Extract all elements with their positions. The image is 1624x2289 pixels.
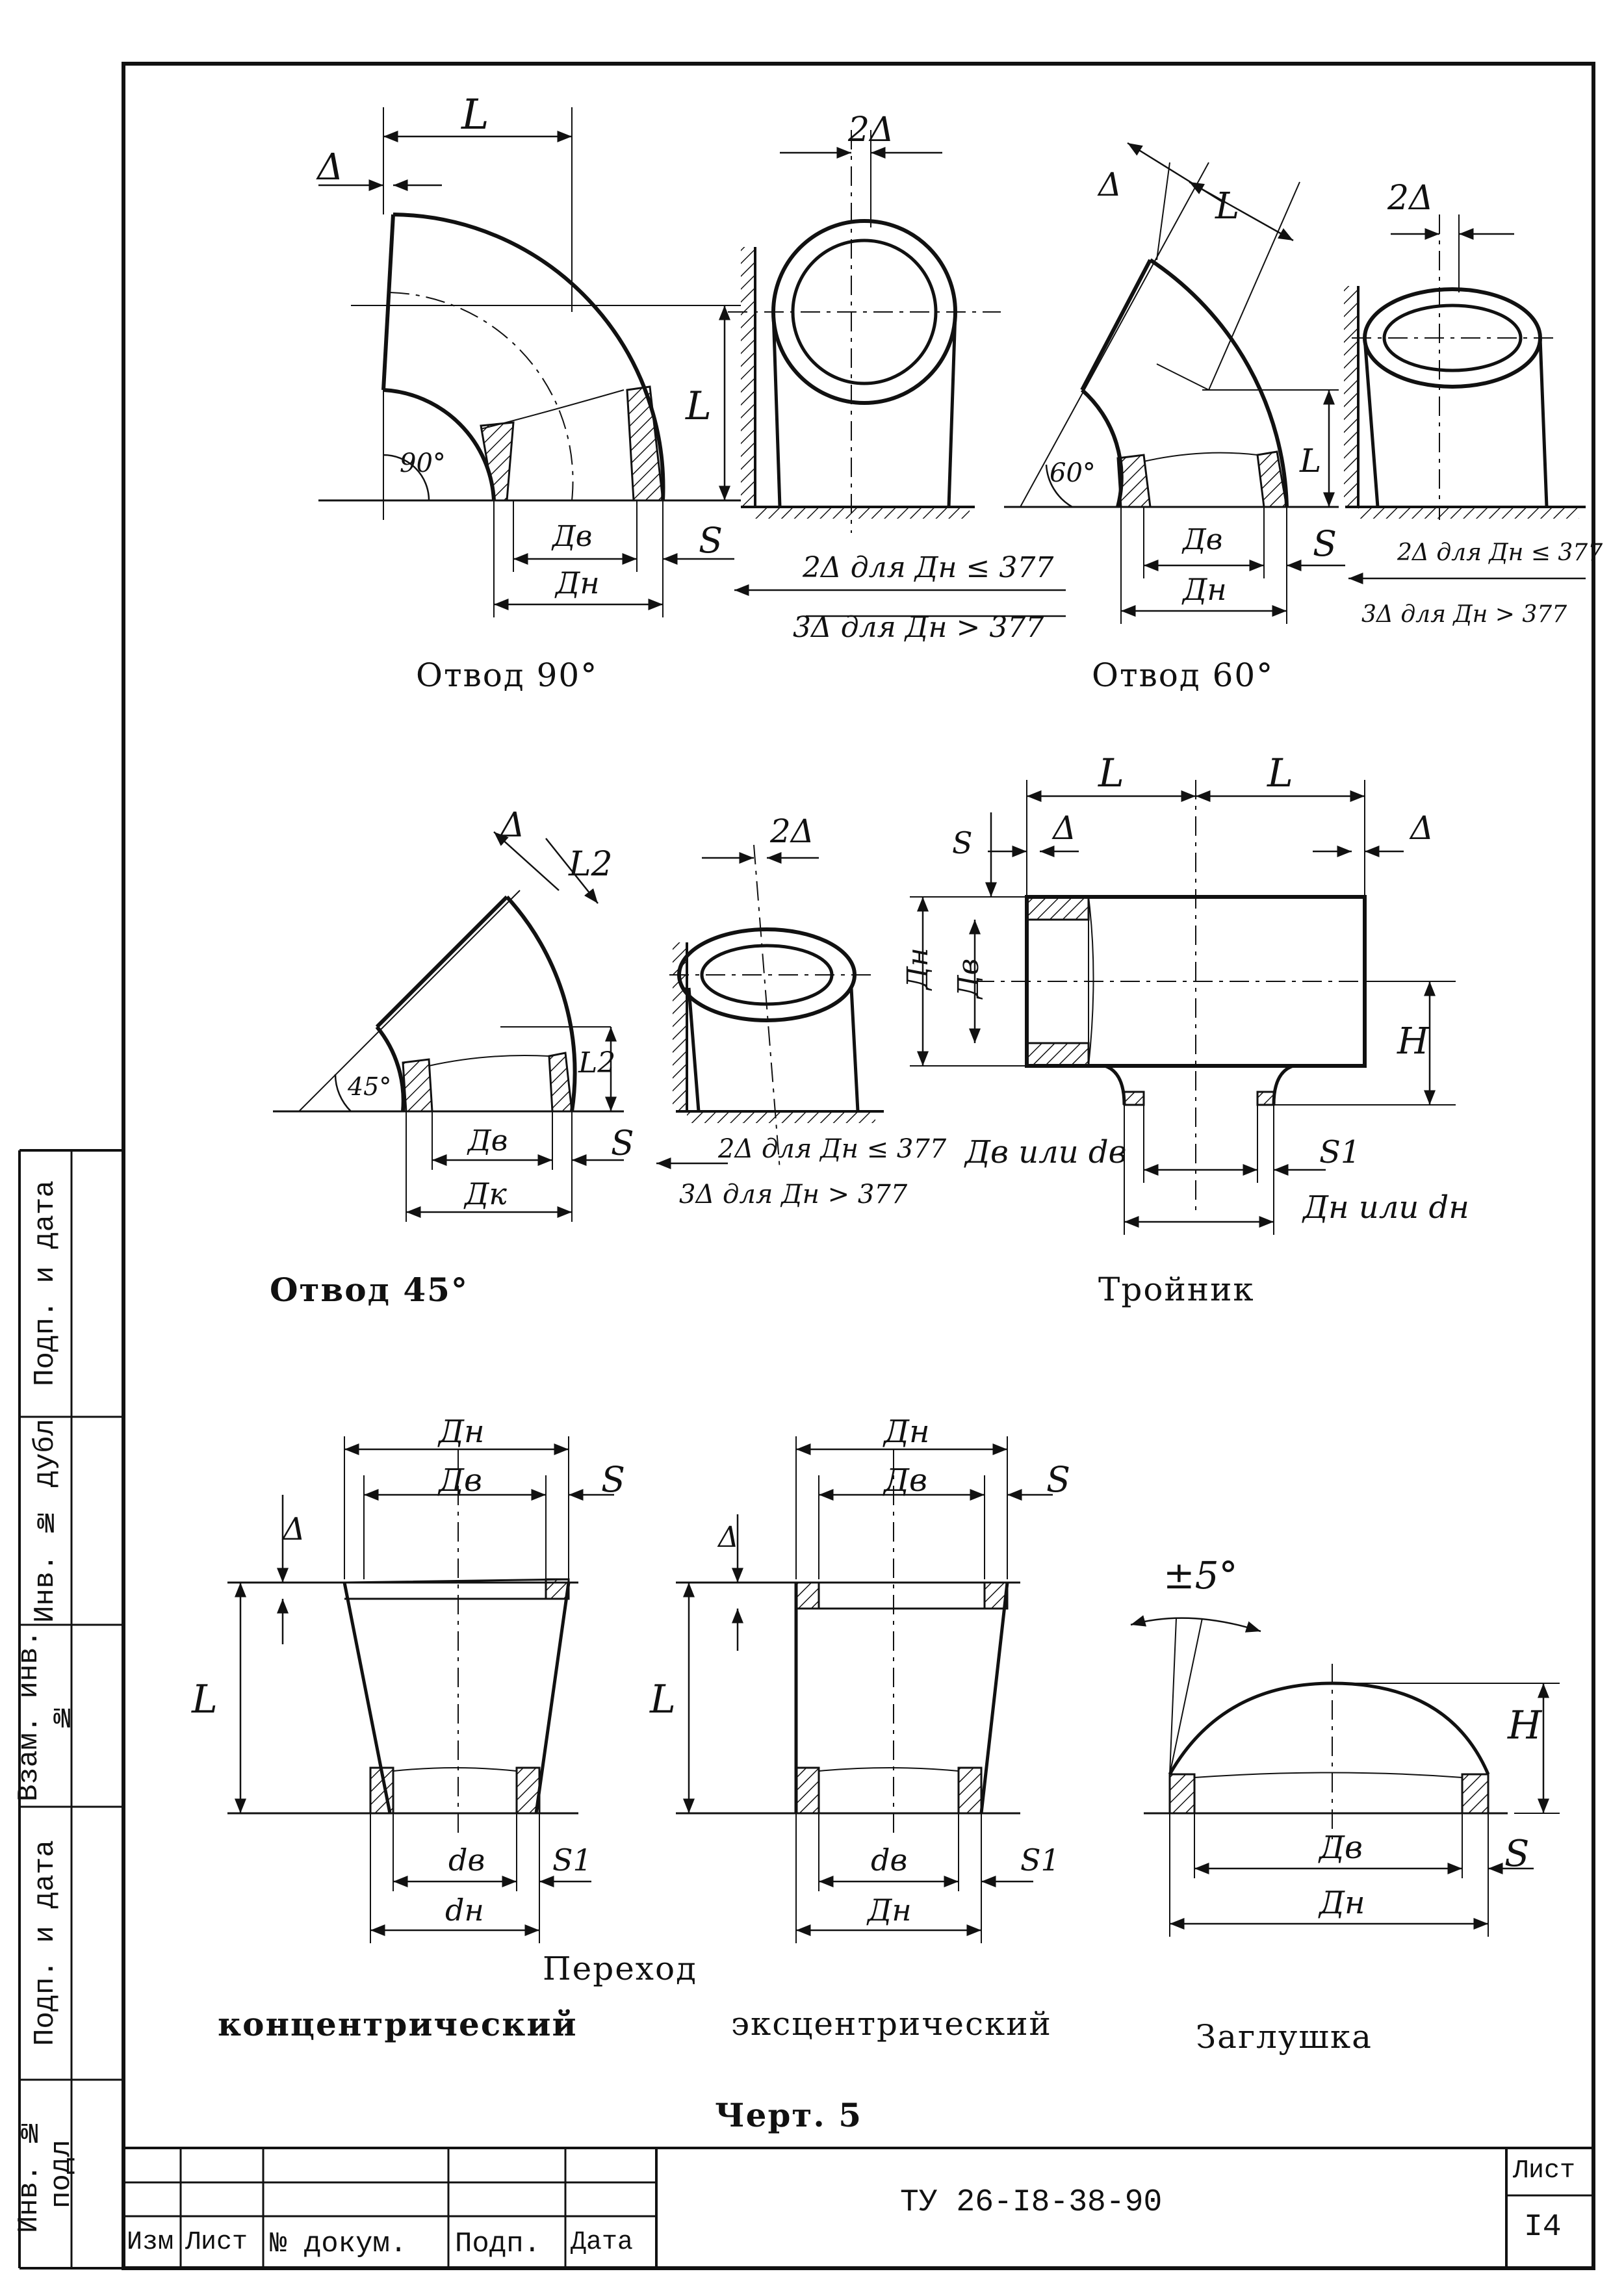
tb-header-data: Дата <box>571 2228 634 2257</box>
tb-header-izm: Изм <box>127 2228 174 2257</box>
side-podp-data-2: Подп. и дата <box>29 1180 62 1387</box>
ecc-dim-dv-small: dв <box>871 1843 908 1878</box>
tb-doc-code: ТУ 26-I8-38-90 <box>900 2185 1163 2220</box>
cap-dim-angle: ±5° <box>1163 1553 1238 1597</box>
elbow-45-drawing <box>273 831 624 1222</box>
e60-dim-delta: Δ <box>1098 166 1122 203</box>
tee-drawing <box>910 780 1456 1235</box>
elbow-60-side-view <box>1344 214 1586 584</box>
e90-note-b: 3Δ для Дн > 377 <box>793 611 1044 644</box>
ecc-dim-dv: Дв <box>884 1462 927 1499</box>
conc-dim-dn-small: dн <box>445 1893 484 1928</box>
cap-dim-S: S <box>1504 1833 1530 1875</box>
tb-sheet-label: Лист <box>1513 2156 1576 2186</box>
e90-dim-L: L <box>461 91 489 139</box>
ecc-dim-dn: Дн <box>884 1414 930 1450</box>
tee-dim-dn: Дн или dн <box>1303 1189 1469 1226</box>
e60-dim-S: S <box>1313 523 1337 564</box>
cap-dim-dv: Дв <box>1319 1830 1363 1866</box>
e60-dim-dn: Дн <box>1183 572 1227 607</box>
conc-dim-L: L <box>192 1677 218 1722</box>
tee-dim-dn-vertical: Дн <box>901 948 934 990</box>
eccentric-title: эксцентрический <box>731 2005 1052 2043</box>
cap-drawing <box>1130 1615 1560 1937</box>
elbow-45-title: Отвод 45° <box>270 1271 469 1309</box>
tb-header-podp: Подп. <box>455 2228 541 2260</box>
elbow-90-title: Отвод 90° <box>416 656 599 694</box>
tee-title: Тройник <box>1098 1271 1255 1308</box>
concentric-reducer-drawing <box>227 1436 614 1943</box>
e90-angle: 90° <box>400 448 446 478</box>
conc-dim-dv: Дв <box>439 1462 482 1499</box>
elbow-90-drawing <box>318 107 741 617</box>
tb-header-doc: № докум. <box>270 2228 407 2260</box>
e60-note-a: 2Δ для Дн ≤ 377 <box>1397 539 1603 566</box>
e45-angle: 45° <box>348 1072 392 1101</box>
tee-dim-L-right: L <box>1267 751 1293 796</box>
side-inv-podl: Инв. № подл <box>13 2114 78 2234</box>
sheet-frame <box>18 62 1595 2270</box>
e45-dim-delta: Δ <box>500 806 525 845</box>
e45-dim-S: S <box>611 1124 634 1163</box>
side-podp-data-1: Подп. и дата <box>29 1840 62 2047</box>
e45-dim-dk: Дк <box>465 1176 507 1211</box>
concentric-title: концентрический <box>218 2005 578 2043</box>
e60-angle: 60° <box>1050 458 1096 488</box>
tee-dim-L-left: L <box>1098 751 1124 796</box>
conc-dim-S1: S1 <box>552 1843 592 1878</box>
eccentric-reducer-drawing <box>676 1436 1053 1943</box>
e45-dim-dv: Дв <box>468 1124 508 1157</box>
side-vzam-inv: Взам. инв. № <box>13 1629 78 1802</box>
e45-note-b: 3Δ для Дн > 377 <box>679 1180 908 1209</box>
tee-dim-dv: Дв или dв <box>965 1134 1127 1170</box>
title-block-grid <box>123 2147 1593 2268</box>
elbow-90-side-view <box>728 130 1066 617</box>
elbow-45-side-view <box>656 844 884 1170</box>
elbow-60-drawing <box>1004 142 1345 624</box>
e90-dim-delta: Δ <box>317 146 344 188</box>
e90-dim-dn: Дн <box>556 565 600 601</box>
tb-sheet-number: I4 <box>1524 2210 1562 2245</box>
conc-dim-dv-small: dв <box>448 1843 485 1878</box>
tee-dim-H: H <box>1397 1020 1429 1063</box>
e90-note-a: 2Δ для Дн ≤ 377 <box>803 551 1054 584</box>
elbow-60-title: Отвод 60° <box>1092 656 1274 694</box>
e90-dim-dv: Дв <box>552 520 593 553</box>
cap-dim-dn: Дн <box>1319 1885 1365 1921</box>
conc-dim-delta: Δ <box>283 1511 305 1547</box>
cap-dim-H: H <box>1508 1703 1542 1748</box>
tee-dim-dv-vertical: Дв <box>952 958 986 999</box>
ecc-dim-S1: S1 <box>1020 1843 1060 1878</box>
conc-dim-dn: Дн <box>439 1414 485 1450</box>
e60-note-b: 3Δ для Дн > 377 <box>1361 601 1567 628</box>
e45-note-a: 2Δ для Дн ≤ 377 <box>718 1134 947 1164</box>
tee-dim-S1: S1 <box>1319 1134 1361 1170</box>
e60-dim-dv: Дв <box>1183 523 1223 556</box>
e90-dim-L-vertical: L <box>686 383 712 429</box>
e90-dim-S: S <box>699 520 723 561</box>
e90-dim-2delta: 2Δ <box>848 110 894 149</box>
reducer-title: Переход <box>543 1950 697 1987</box>
e60-dim-L-vertical: L <box>1300 442 1322 480</box>
tee-dim-S: S <box>952 825 973 860</box>
e60-dim-L: L <box>1215 185 1240 227</box>
ecc-dim-delta: Δ <box>718 1521 739 1554</box>
ecc-dim-S: S <box>1046 1459 1070 1500</box>
e45-dim-L2-vertical: L2 <box>578 1046 616 1080</box>
cap-title: Заглушка <box>1196 2018 1373 2056</box>
ecc-dim-dn: Дн <box>868 1893 912 1928</box>
tb-header-list: Лист <box>185 2228 248 2257</box>
tee-dim-delta-right: Δ <box>1410 809 1434 847</box>
side-inv-dubl: Инв. № дубл <box>29 1418 62 1623</box>
e45-dim-L2: L2 <box>569 845 613 884</box>
figure-title: Черт. 5 <box>715 2096 863 2134</box>
tee-dim-delta-left: Δ <box>1053 809 1077 847</box>
conc-dim-S: S <box>601 1459 625 1500</box>
e60-dim-2delta: 2Δ <box>1387 179 1434 218</box>
e45-dim-2delta: 2Δ <box>770 812 814 850</box>
ecc-dim-L: L <box>650 1677 676 1722</box>
